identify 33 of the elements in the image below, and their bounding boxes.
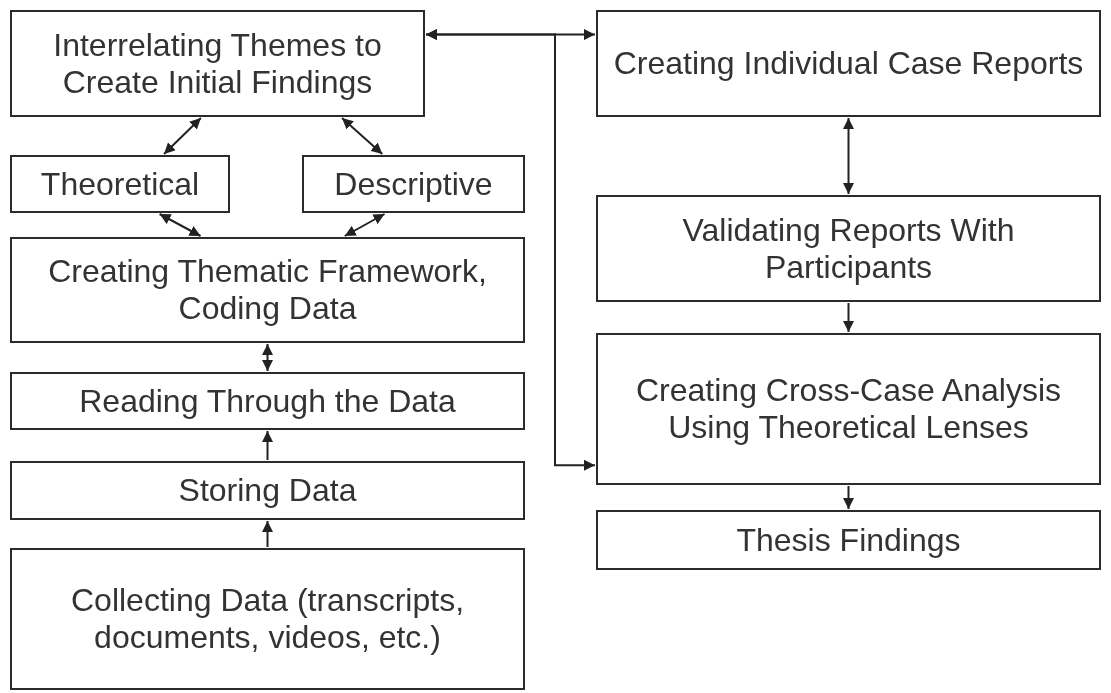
box-label: Validating Reports With Participants [681,211,1016,286]
box-label: Storing Data [178,472,357,509]
box-label: Interrelating Themes to Create Initial Findings [52,26,383,101]
process-box [10,461,525,520]
box-label: Descriptive [334,165,493,203]
box-label: Thesis Findings [736,521,961,559]
arrow [163,117,202,155]
box-label: Theoretical [40,165,200,203]
arrow [843,117,854,195]
process-box [10,548,525,690]
arrow [843,485,854,510]
arrow [341,117,384,155]
process-box [10,155,230,213]
box-label: Collecting Data (transcripts, documents, videos, etc.) [70,582,465,656]
arrow [425,29,596,471]
process-box [302,155,525,213]
arrow [262,343,273,372]
process-box [596,195,1101,302]
box-label: Creating Thematic Framework, Coding Data [47,253,488,327]
arrow [262,430,273,461]
box-label: Reading Through the Data [79,382,456,420]
arrow [158,213,202,237]
process-box [596,10,1101,117]
box-label: Creating Individual Case Reports [613,45,1084,82]
arrow [843,302,854,333]
process-box [10,372,525,430]
box-label: Creating Cross-Case Analysis Using Theoretical Lenses [634,372,1062,446]
arrow [262,520,273,548]
process-box [10,237,525,343]
process-box [10,10,425,117]
process-box [596,510,1101,570]
arrow [343,213,386,237]
process-box [596,333,1101,485]
